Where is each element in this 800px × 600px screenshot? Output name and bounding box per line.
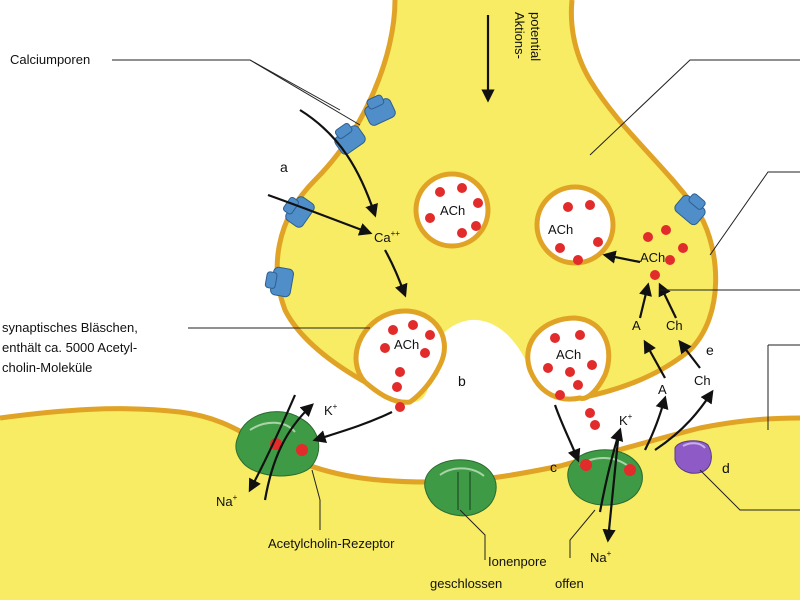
postsynaptic-cell (0, 406, 800, 600)
label-k-right-text: K (619, 413, 628, 428)
ach-label-fusing-right: ACh (556, 347, 581, 362)
label-e: e (706, 342, 714, 358)
label-offen: offen (555, 576, 584, 591)
presynaptic-terminal (274, 0, 719, 403)
receptor-center (424, 459, 497, 517)
label-b: b (458, 373, 466, 389)
vesicle-right: ACh (534, 184, 616, 266)
receptor-left (235, 411, 320, 477)
label-aktions: Aktions- (512, 12, 527, 59)
leader-lines (112, 59, 800, 560)
label-vesicle-line1: synaptisches Bläschen, (2, 320, 138, 335)
vesicle-center: ACh (413, 171, 491, 249)
released-ach-dots (395, 390, 600, 430)
label-a: a (280, 159, 288, 175)
label-potential: potential (528, 12, 543, 61)
label-receptor: Acetylcholin-Rezeptor (268, 536, 395, 551)
ach-label-right: ACh (548, 222, 573, 237)
label-ca-text: Ca (374, 230, 391, 245)
receptor-right (567, 449, 643, 506)
ach-label-center: ACh (440, 203, 465, 218)
label-k-left-text: K (324, 403, 333, 418)
label-vesicle-line2: enthält ca. 5000 Acetyl- (2, 340, 137, 355)
ach-label-recycled: ACh (640, 250, 665, 265)
label-a-upper: A (632, 318, 641, 333)
ach-label-fusing-left: ACh (394, 337, 419, 352)
ach-recycled-cluster: ACh (640, 225, 688, 280)
label-na-right-text: Na (590, 550, 607, 565)
label-na-right: Na+ (590, 549, 612, 565)
label-ca: Ca++ (374, 229, 400, 245)
label-a-lower: A (658, 382, 667, 397)
arrows (248, 15, 714, 543)
label-k-left-sup: + (333, 402, 338, 411)
label-c: c (550, 459, 557, 475)
label-aktionspotential: Aktions- potential (512, 12, 543, 61)
label-na-left-text: Na (216, 494, 233, 509)
label-k-right-sup: + (628, 412, 633, 421)
fusing-vesicle-right: ACh (525, 315, 612, 402)
enzyme-d (674, 440, 712, 474)
label-d: d (722, 460, 730, 476)
label-k-left: K+ (324, 402, 338, 418)
label-vesicle-line3: cholin-Moleküle (2, 360, 92, 375)
label-na-left-sup: + (233, 493, 238, 502)
label-na-right-sup: + (607, 549, 612, 558)
fusing-vesicle-left: ACh (353, 308, 447, 405)
label-k-right: K+ (619, 412, 633, 428)
label-ch-upper: Ch (666, 318, 683, 333)
label-geschlossen: geschlossen (430, 576, 502, 591)
label-na-left: Na+ (216, 493, 238, 509)
label-ionenpore: Ionenpore (488, 554, 547, 569)
label-ca-sup: ++ (391, 229, 401, 238)
label-ch-lower: Ch (694, 373, 711, 388)
label-calciumporen: Calciumporen (10, 52, 90, 67)
